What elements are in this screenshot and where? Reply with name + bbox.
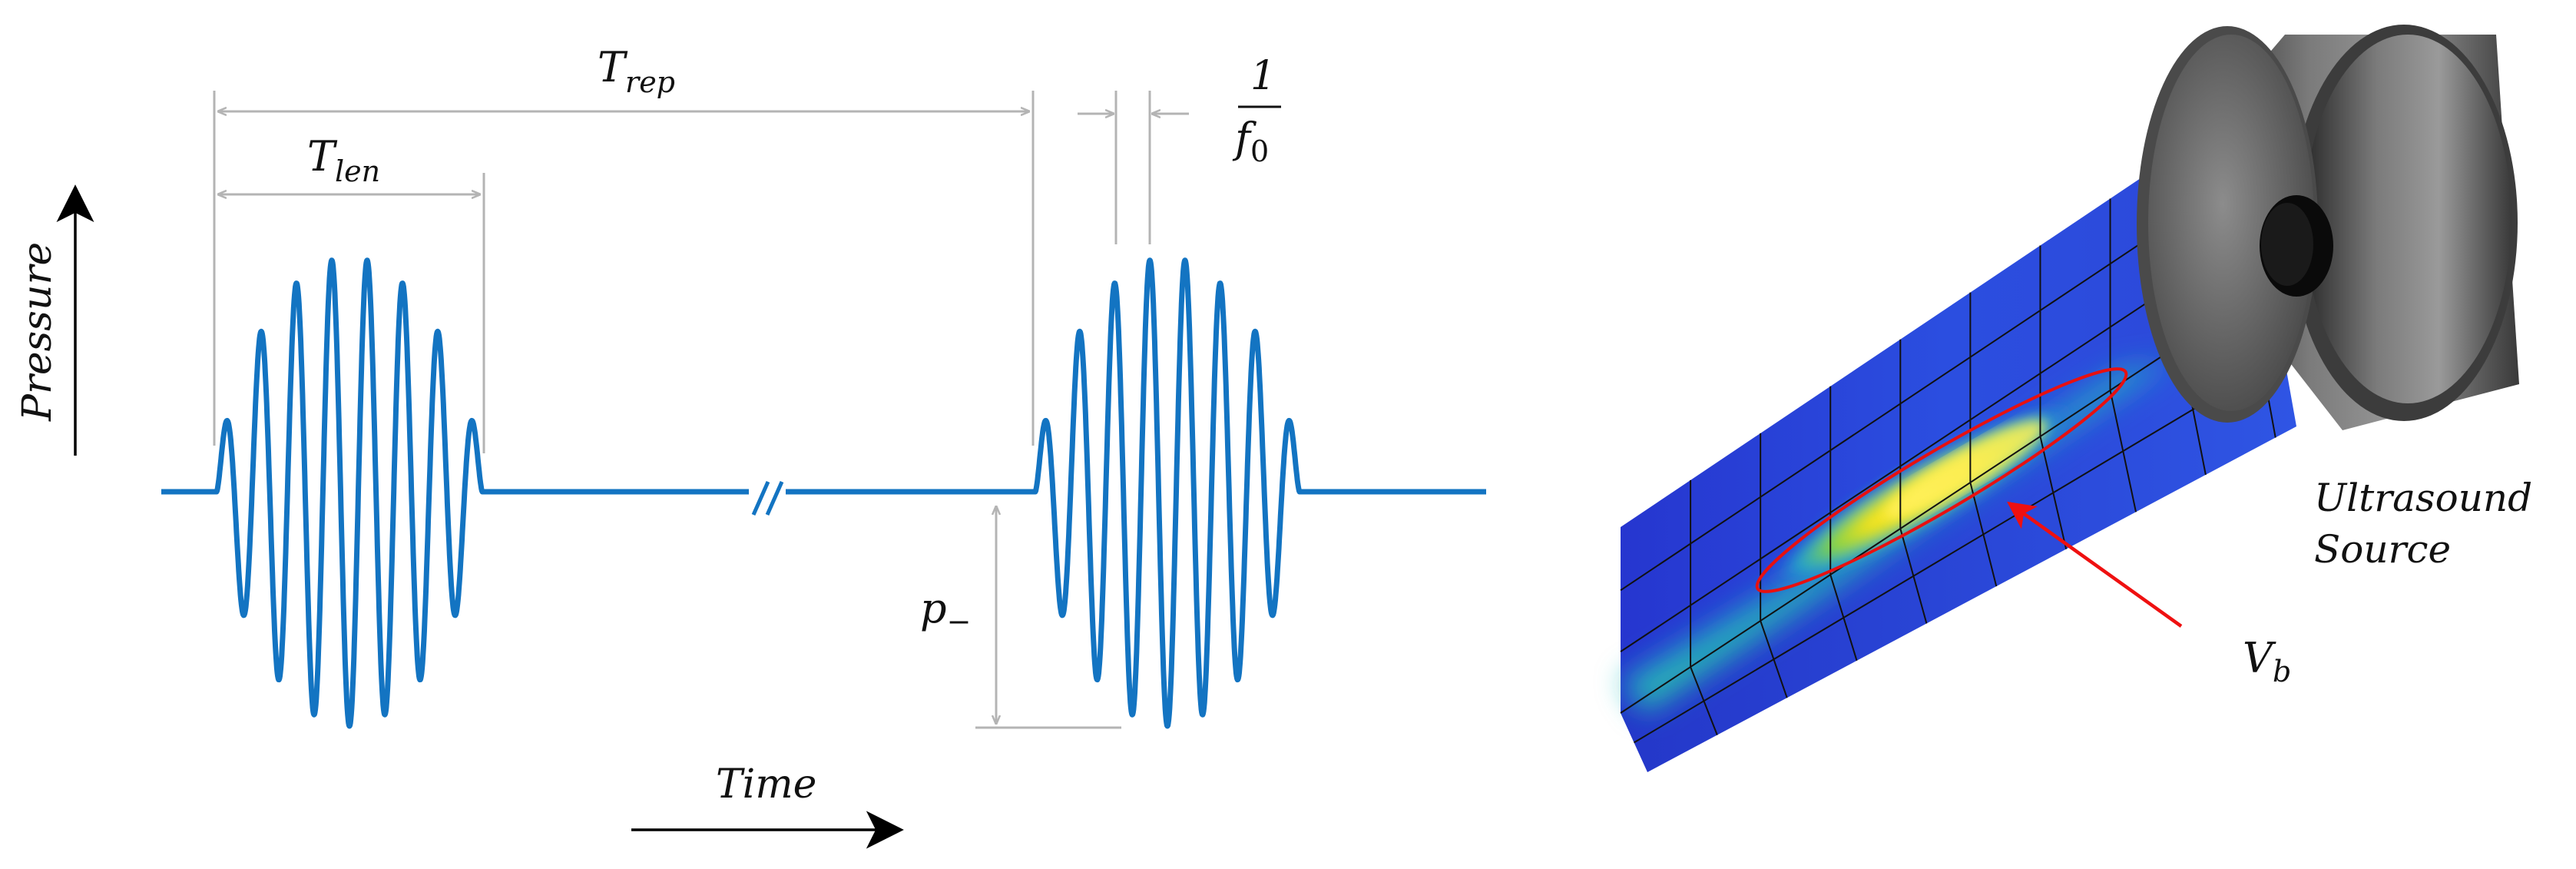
t-rep-label: Trep <box>598 43 675 99</box>
svg-text:1: 1 <box>1250 53 1276 99</box>
axis-break <box>751 480 784 516</box>
pulse-diagram: Trep Tlen 1 f0 p− <box>15 43 1486 849</box>
source-label-line1: Ultrasound <box>2314 476 2532 520</box>
mesh-line <box>1633 354 2285 744</box>
time-axis-label: Time <box>716 761 816 808</box>
pressure-axis-label: Pressure <box>15 242 61 422</box>
source-label-line2: Source <box>2314 527 2451 572</box>
ultrasound-field-render: Ultrasound Source Vb <box>1620 25 2532 772</box>
p-minus-dimension <box>975 506 1121 729</box>
svg-text:f0: f0 <box>1232 114 1269 168</box>
t-len-label: Tlen <box>307 132 380 188</box>
vb-arrow <box>2007 501 2183 628</box>
period-label: 1 f0 <box>1232 53 1281 168</box>
p-minus-label: p− <box>920 584 971 638</box>
vb-label: Vb <box>2243 634 2291 688</box>
t-len-dimension <box>217 173 485 453</box>
vb-region-ellipse <box>1755 367 2128 593</box>
pressure-waveform <box>161 257 1486 729</box>
t-rep-dimension <box>213 91 1035 446</box>
ultrasound-transducer <box>2137 25 2519 430</box>
period-dimension <box>1078 91 1189 244</box>
